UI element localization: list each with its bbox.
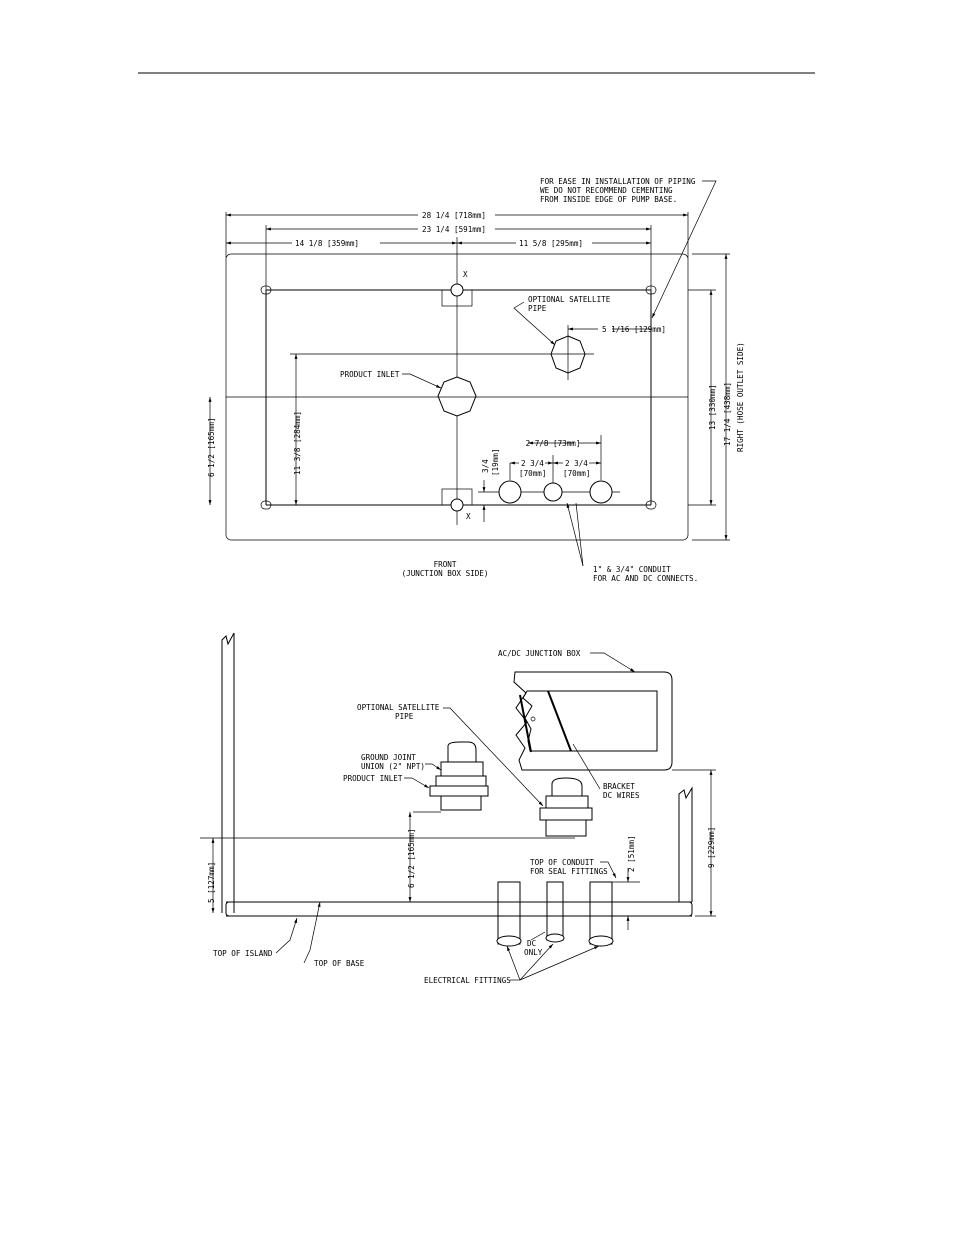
dim-inlet-height: 11 3/8 [284mm]: [293, 411, 302, 475]
dim-left-height: 6 1/2 [165mm]: [207, 418, 216, 477]
bracket-label-1: BRACKET: [603, 782, 635, 791]
top-of-island-label: TOP OF ISLAND: [213, 949, 273, 958]
dim-right: 9 [229mm]: [707, 827, 716, 868]
dim-conduit-spacing-1-a: 2 3/4: [521, 459, 544, 468]
dim-conduit-edge-b: [19mm]: [491, 449, 500, 476]
electrical-fittings-label: ELECTRICAL FITTINGS: [424, 976, 511, 985]
side-view: AC/DC JUNCTION BOX BRACKET DC WIRES OPTI…: [200, 632, 716, 985]
product-inlet-symbol: [437, 376, 477, 417]
dim-conduit-spacing-1-b: [70mm]: [519, 469, 546, 478]
optional-satellite-label-2: PIPE: [528, 304, 547, 313]
optional-satellite-label-1: OPTIONAL SATELLITE: [528, 295, 611, 304]
dim-left: 5 [127mm]: [207, 862, 216, 903]
x-mark-top: X: [463, 270, 468, 279]
side-product-inlet-label: PRODUCT INLET: [343, 774, 403, 783]
dim-overall-width: 28 1/4 [718mm]: [422, 211, 486, 220]
x-mark-bottom: X: [466, 512, 471, 521]
dim-inner-depth: 13 [330mm]: [708, 384, 717, 430]
island-wall-left: [221, 632, 235, 913]
front-label-1: FRONT: [434, 560, 457, 569]
note-line-3: FROM INSIDE EDGE OF PUMP BASE.: [540, 195, 677, 204]
top-view: FOR EASE IN INSTALLATION OF PIPING WE DO…: [207, 177, 745, 583]
electrical-fitting-1: [496, 881, 522, 947]
dim-conduit-span-visible: 2 7/8 [73mm]: [526, 439, 581, 448]
bracket-label-2: DC WIRES: [603, 791, 640, 800]
dim-conduit-spacing-2-b: [70mm]: [563, 469, 590, 478]
junction-box: [513, 671, 673, 771]
top-of-base-label: TOP OF BASE: [314, 959, 365, 968]
conduit-note-2: FOR AC AND DC CONNECTS.: [593, 574, 698, 583]
conduit-1: [498, 480, 522, 504]
ground-joint-label-2: UNION (2" NPT): [361, 762, 425, 771]
top-of-conduit-1: TOP OF CONDUIT: [530, 858, 594, 867]
side-satellite-label-2: PIPE: [395, 712, 414, 721]
product-inlet-union: [413, 741, 489, 813]
satellite-pipe-stack: [539, 777, 593, 837]
dim-satellite-offset: 5 1/16 [129mm]: [602, 325, 666, 334]
dc-only-2: ONLY: [524, 948, 543, 957]
electrical-fitting-3: [588, 881, 614, 947]
conduit-3: [589, 480, 613, 504]
note-line-2: WE DO NOT RECOMMEND CEMENTING: [540, 186, 673, 195]
electrical-fitting-2: [545, 881, 565, 943]
product-inlet-label: PRODUCT INLET: [340, 370, 400, 379]
side-satellite-label-1: OPTIONAL SATELLITE: [357, 703, 440, 712]
dc-only-1: DC: [527, 939, 536, 948]
dim-conduit-spacing-2-a: 2 3/4: [565, 459, 588, 468]
dim-overall-depth: 17 1/4 [438mm]: [723, 382, 732, 446]
junction-box-label: AC/DC JUNCTION BOX: [498, 649, 581, 658]
dim-conduit-edge-a: 3/4: [481, 459, 490, 473]
note-leader: [651, 180, 717, 319]
ground-joint-label-1: GROUND JOINT: [361, 753, 416, 762]
dim-center-to-right: 11 5/8 [295mm]: [519, 239, 583, 248]
top-of-conduit-2: FOR SEAL FITTINGS: [530, 867, 608, 876]
dim-left-to-center: 14 1/8 [359mm]: [295, 239, 359, 248]
dim-conduit: 2 [51mm]: [627, 835, 636, 872]
pump-base-slab: [225, 901, 693, 917]
right-side-label: RIGHT (HOSE OUTLET SIDE): [736, 342, 745, 452]
conduit-note-1: 1" & 3/4" CONDUIT: [593, 565, 671, 574]
conduit-2: [543, 482, 563, 502]
island-wall-right: [678, 786, 693, 902]
front-label-2: (JUNCTION BOX SIDE): [402, 569, 489, 578]
dim-inner-width: 23 1/4 [591mm]: [422, 225, 486, 234]
note-line-1: FOR EASE IN INSTALLATION OF PIPING: [540, 177, 696, 186]
dim-inlet: 6 1/2 [165mm]: [407, 829, 416, 888]
